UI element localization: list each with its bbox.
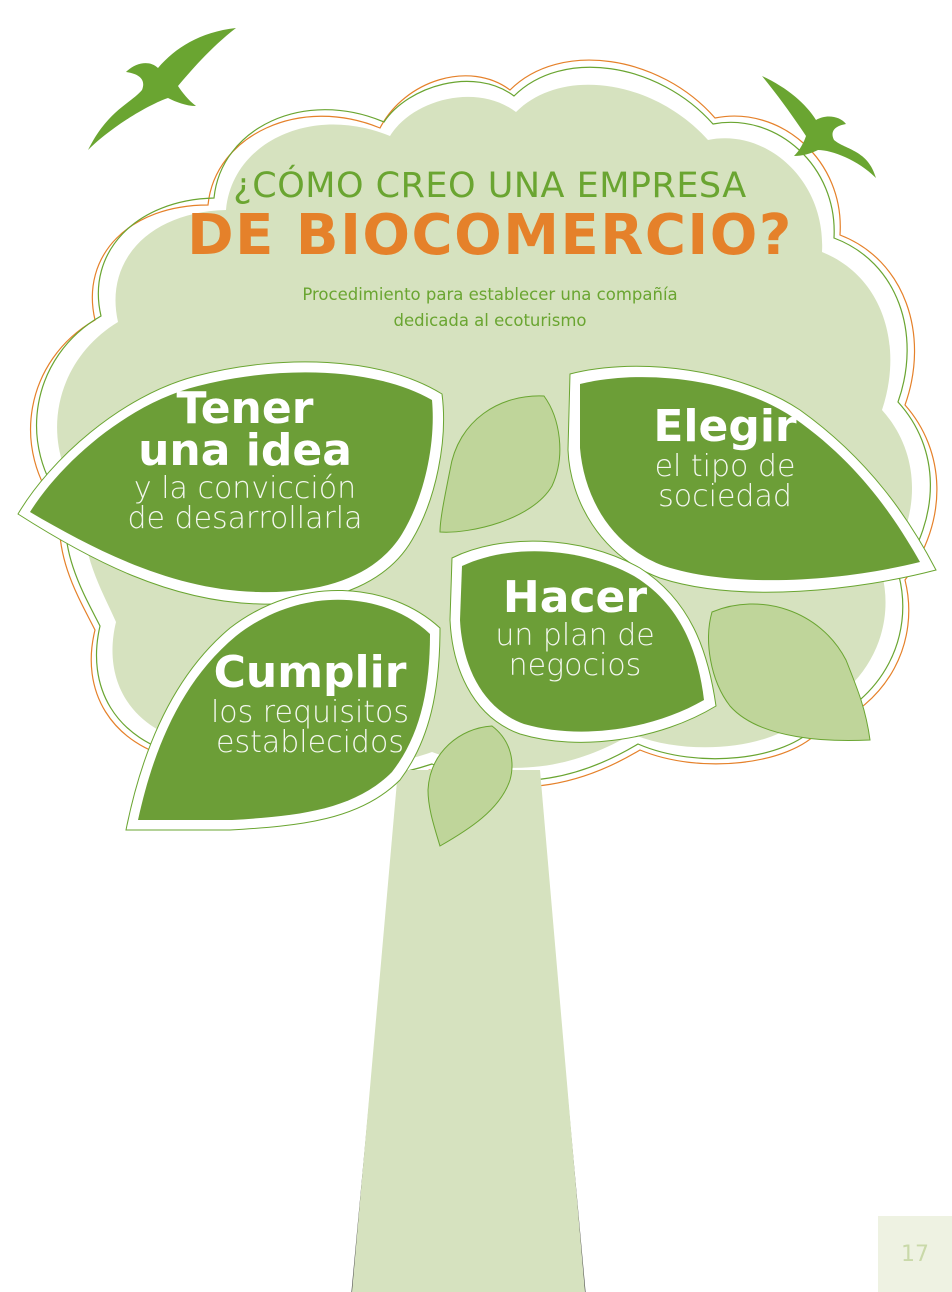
- step-title-line-1: Tener: [176, 383, 314, 434]
- canopy-outline-green: [36, 66, 931, 783]
- step-desc-line-1: el tipo de: [654, 449, 796, 484]
- step-cumplir: Cumplir los requisitos establecidos: [190, 647, 430, 760]
- subtitle-line-1: Procedimiento para establecer una compañ…: [302, 285, 678, 304]
- step-desc-line-2: negocios: [508, 648, 642, 683]
- trunk: [352, 770, 585, 1292]
- step-title-line-1: Elegir: [653, 401, 797, 452]
- step-title-line-2: una idea: [138, 425, 352, 476]
- canopy-outline-orange: [30, 59, 938, 789]
- bird-left-icon: [88, 28, 236, 150]
- subtitle: Procedimiento para establecer una compañ…: [210, 282, 770, 334]
- leaf-cumplir: [125, 590, 441, 831]
- step-desc-line-1: y la convicción: [133, 471, 357, 506]
- step-hacer: Hacer un plan de negocios: [475, 572, 675, 683]
- leaf-tener: [17, 361, 445, 605]
- leaf-hacer: [449, 540, 717, 743]
- step-desc-line-1: un plan de: [495, 618, 655, 653]
- step-title-line-1: Hacer: [502, 572, 648, 623]
- bird-right-icon: [762, 76, 876, 178]
- step-elegir: Elegir el tipo de sociedad: [620, 401, 830, 514]
- step-desc-line-2: establecidos: [216, 725, 404, 760]
- small-leaf-1: [439, 395, 561, 533]
- title-line-2: DE BIOCOMERCIO?: [187, 203, 793, 268]
- step-desc-line-2: de desarrollarla: [127, 501, 363, 536]
- small-leaf-3: [427, 725, 513, 847]
- step-title-line-1: Cumplir: [213, 647, 407, 698]
- step-desc-line-2: sociedad: [658, 479, 792, 514]
- page-number: 17: [878, 1216, 952, 1292]
- step-desc-line-1: los requisitos: [210, 695, 410, 730]
- step-tener: Tener una idea y la convicción de desarr…: [110, 383, 380, 536]
- small-leaf-2: [708, 603, 871, 742]
- leaf-elegir: [567, 365, 937, 593]
- subtitle-line-2: dedicada al ecoturismo: [393, 311, 587, 330]
- title-line-1: ¿CÓMO CREO UNA EMPRESA: [233, 166, 747, 206]
